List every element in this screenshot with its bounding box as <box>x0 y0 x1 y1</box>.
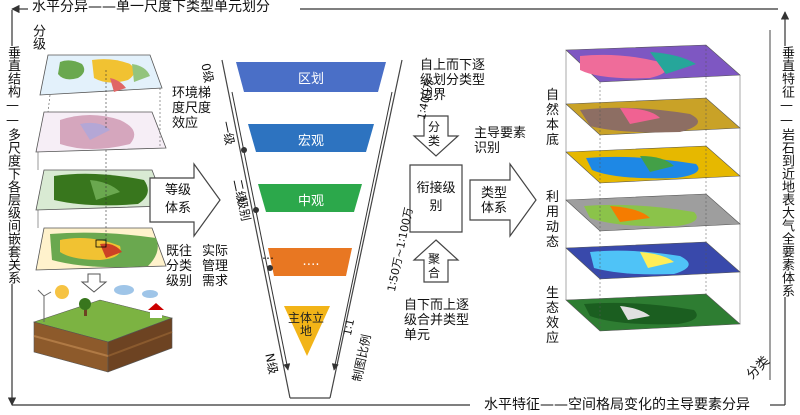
junction-label: 衔接级别 <box>416 181 456 214</box>
tier-3-label: 中观 <box>297 194 324 209</box>
bottom-up-text: 自下而上逐级合并类型单元 <box>404 298 470 343</box>
tier-3-bar <box>258 184 362 212</box>
tier-4-bar <box>268 248 352 276</box>
left-map-stack <box>32 54 174 373</box>
type-system-arrow-label: 类型体系 <box>480 186 507 216</box>
top-banner: 水平分异——单一尺度下类型单元划分 <box>28 0 274 15</box>
level-dots-label: … <box>262 248 274 262</box>
tier-2-bar <box>248 124 374 152</box>
funnel-diagram <box>221 59 403 399</box>
right-banner: 垂直特征——岩石到近地表大气全要素体系 <box>778 46 794 297</box>
right-map-stack <box>565 44 741 332</box>
tier-1-label: 区划 <box>297 72 324 87</box>
left-panel-label: 分级 <box>30 24 45 50</box>
dominant-factor-label: 主导要素识别 <box>474 126 527 156</box>
split-arrow <box>412 115 460 157</box>
arrow-hierarchy <box>149 162 221 238</box>
tier-5-label: 主体立地 <box>288 311 325 338</box>
junction-box <box>409 164 463 233</box>
env-gradient-label: 环境梯度尺度效应 <box>172 86 212 131</box>
tier-5-triangle <box>284 306 330 356</box>
merge-label: 聚合 <box>428 252 441 280</box>
left-banner: 垂直结构——多尺度下各层级间嵌套关系 <box>4 46 20 284</box>
tier-2-label: 宏观 <box>297 134 324 149</box>
bottom-banner: 水平特征——空间格局变化的主导要素分异 <box>480 398 754 413</box>
top-down-text: 自上而下逐级划分类型边界 <box>420 58 486 103</box>
prior-levels-label: 既往分类级别 <box>166 244 193 289</box>
natural-base-label: 自然本底 <box>546 88 560 148</box>
ecological-effect-label: 生态效应 <box>546 286 560 346</box>
split-label: 分类 <box>428 120 441 148</box>
hierarchy-arrow-label: 等级体系 <box>164 183 191 216</box>
arrow-type-system <box>469 162 537 238</box>
land-use-dynamics-label: 利用动态 <box>546 190 560 250</box>
tier-4-label: …. <box>302 254 320 269</box>
management-needs-label: 实际管理需求 <box>202 244 229 289</box>
tier-1-bar <box>236 62 386 92</box>
merge-arrow <box>412 239 460 283</box>
